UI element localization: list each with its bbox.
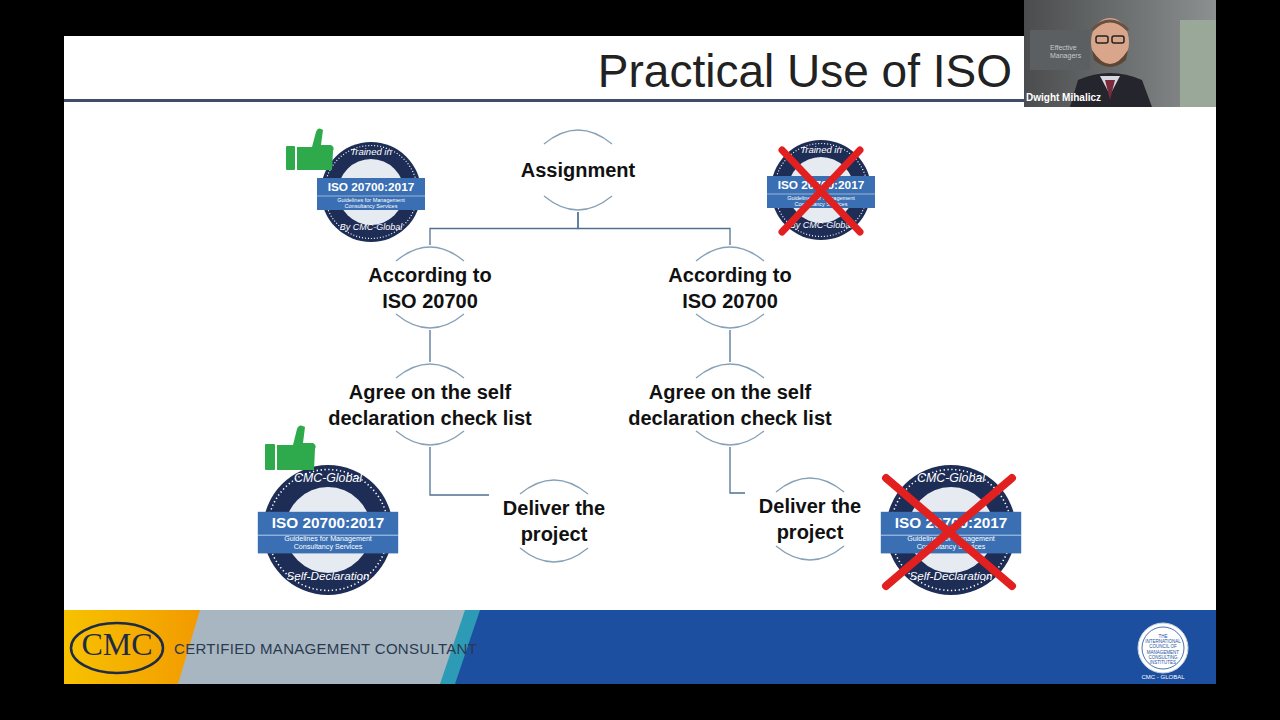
connector-line — [578, 212, 730, 245]
bottom-arc — [396, 431, 464, 445]
seal-badge-node: Trained inISO 20700:2017Guidelines for M… — [321, 142, 421, 242]
top-arc — [696, 364, 764, 378]
top-arc — [396, 247, 464, 261]
bottom-arc — [396, 314, 464, 328]
badge-text: ISO 20700:2017 — [880, 515, 1023, 532]
bracket-arcs — [310, 362, 550, 447]
top-arc — [396, 364, 464, 378]
bottom-arc — [776, 546, 844, 560]
badge-text: ISO 20700:2017 — [257, 515, 400, 532]
connector-line — [729, 330, 730, 362]
top-arc — [696, 247, 764, 261]
process-step: Assignment — [505, 128, 651, 212]
badge-text: Trained in — [321, 147, 421, 157]
seal-badge-node: CMC-GlobalISO 20700:2017Guidelines for M… — [886, 465, 1016, 595]
badge-text: Guidelines for Management Consultancy Se… — [333, 197, 409, 209]
top-arc — [520, 480, 588, 494]
top-arc — [776, 478, 844, 492]
badge-text: Guidelines for Management Consultancy Se… — [902, 536, 1001, 552]
logo-text: CMC — [71, 628, 163, 660]
bottom-arc — [520, 548, 588, 562]
seal-badge-node: Trained inISO 20700:2017Guidelines for M… — [771, 140, 871, 240]
badge-text: ISO 20700:2017 — [316, 181, 426, 194]
banner-text: CERTIFIED MANAGEMENT CONSULTANT — [174, 640, 477, 657]
bracket-arcs — [660, 245, 800, 330]
bracket-arcs — [360, 245, 500, 330]
process-step: Agree on the self declaration check list — [310, 362, 550, 447]
thumbs-up-icon — [286, 128, 334, 170]
badge-text: Guidelines for Management Consultancy Se… — [783, 195, 859, 207]
bracket-arcs — [489, 478, 619, 564]
seal-band-line — [317, 196, 425, 197]
connector-line — [730, 447, 745, 493]
badge-text: Self-Declaration — [886, 570, 1016, 583]
step-label: Deliver the project — [745, 493, 875, 545]
step-label: Assignment — [505, 157, 651, 183]
step-label: Agree on the self declaration check list — [310, 379, 550, 431]
step-label: Deliver the project — [489, 495, 619, 547]
badge-text: Guidelines for Management Consultancy Se… — [279, 536, 378, 552]
badge-text: By CMC-Global — [321, 223, 421, 233]
process-step: According to ISO 20700 — [360, 245, 500, 330]
logo-caption: CMC - GLOBAL — [1138, 674, 1188, 680]
speaker-name: Dwight Mihalicz — [1026, 92, 1101, 103]
slide-title: Practical Use of ISO — [598, 44, 1012, 98]
step-label: According to ISO 20700 — [660, 262, 800, 314]
badge-text: By CMC-Global — [771, 221, 871, 231]
process-step: Deliver the project — [745, 476, 875, 562]
process-step: Agree on the self declaration check list — [610, 362, 850, 447]
background-logo-text: Effective Managers — [1050, 44, 1094, 59]
thumbs-up-icon — [265, 425, 316, 470]
seal-badge-node: CMC-GlobalISO 20700:2017Guidelines for M… — [263, 465, 393, 595]
bottom-arc — [696, 431, 764, 445]
step-label: Agree on the self declaration check list — [610, 379, 850, 431]
step-label: According to ISO 20700 — [360, 262, 500, 314]
seal-band — [317, 178, 425, 210]
top-arc — [544, 130, 612, 144]
connector-line — [430, 447, 489, 495]
badge-text: CMC-Global — [886, 472, 1016, 486]
bottom-arc — [696, 314, 764, 328]
badge-text: Self-Declaration — [263, 570, 393, 583]
badge-text: ISO 20700:2017 — [766, 179, 876, 192]
badge-text: Trained in — [771, 145, 871, 155]
process-step: According to ISO 20700 — [660, 245, 800, 330]
logo-small-text: THE INTERNATIONAL COUNCIL OF MANAGEMENT … — [1143, 634, 1183, 665]
bracket-arcs — [610, 362, 850, 447]
bracket-arcs — [745, 476, 875, 562]
connector-line — [429, 330, 430, 362]
seal-band-line — [767, 194, 875, 195]
bottom-arc — [544, 196, 612, 210]
badge-text: CMC-Global — [263, 472, 393, 486]
process-step: Deliver the project — [489, 478, 619, 564]
connector-line — [430, 212, 578, 245]
seal-band — [767, 176, 875, 208]
